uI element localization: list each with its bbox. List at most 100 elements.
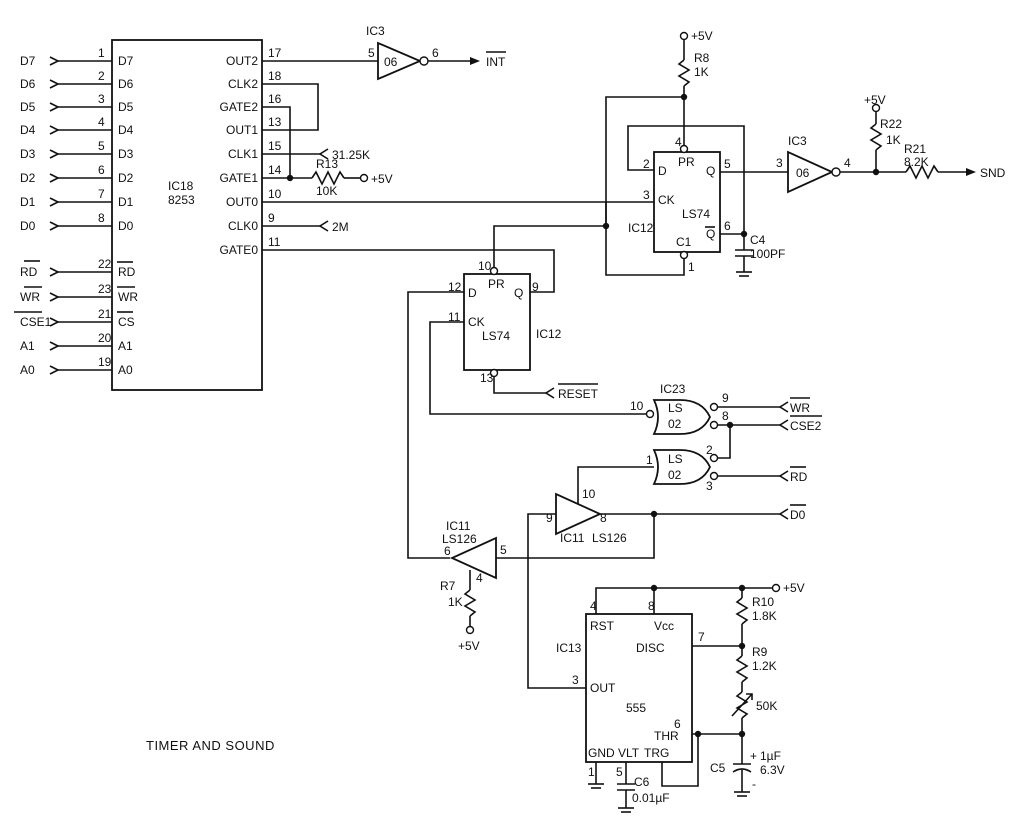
ic18-pin-label: A1 — [118, 339, 133, 353]
ic12-mid-cl-bubble — [489, 368, 499, 378]
ic3-right-triangle — [787, 150, 835, 194]
ic18-input-arrow — [49, 267, 60, 277]
ic13-vlt-label: VLT — [618, 746, 640, 760]
ic18-pin-number: 17 — [268, 46, 282, 60]
qbar-d-feedback — [627, 125, 745, 234]
ic18-pin-label: A0 — [118, 363, 133, 377]
pot-value: 50K — [756, 699, 777, 713]
ic18-pin-number: 20 — [98, 331, 112, 345]
ic23-bot-pin-out: 1 — [646, 453, 653, 467]
ic23-top-gate — [652, 399, 711, 435]
ic18-pin-label: GATE1 — [220, 171, 259, 185]
ic18-input-arrow — [49, 149, 60, 159]
r8-supply-terminal — [679, 31, 689, 41]
schematic-title: TIMER AND SOUND — [146, 738, 275, 753]
ic18-input-arrow — [49, 125, 60, 135]
ic12-right-section: +5V R8 1K PR D CK Q Q C1 LS74 IC12 4 2 3… — [262, 29, 785, 277]
pr-to-clock-wire — [493, 225, 606, 267]
ic3-top-pin-in: 5 — [368, 46, 375, 60]
ic3-right-ref: IC3 — [788, 134, 807, 148]
ic3-top-triangle — [377, 41, 423, 81]
r10-value: 1.8K — [752, 609, 777, 623]
ic18-pin-number: 10 — [268, 187, 282, 201]
trg-wire — [661, 734, 699, 787]
r22-supply-label: +5V — [864, 93, 886, 107]
r22-value: 1K — [886, 133, 901, 147]
ic18-pin-number: 2 — [98, 69, 105, 83]
ic18-pin-number: 7 — [98, 187, 105, 201]
ic3-right-pin-in: 3 — [776, 156, 783, 170]
rd-input-arrow — [778, 470, 789, 482]
ic18-right-pin-6: OUT0 10 — [226, 187, 282, 209]
ic12-mid-body — [463, 273, 531, 371]
pot-wiper — [731, 693, 753, 717]
int-label: INT — [486, 55, 506, 69]
c6-ref: C6 — [634, 775, 650, 789]
ic18-signal-name: D5 — [20, 100, 36, 114]
ic12-right-qbar-label: Q — [706, 227, 715, 241]
ic18-signal-name: D2 — [20, 171, 36, 185]
ic3-top-bubble — [419, 56, 429, 66]
ic18-pin-number: 8 — [98, 211, 105, 225]
ic18-pin-label: CS — [118, 315, 135, 329]
ic23-bot-line2: 02 — [668, 468, 682, 482]
ic18-signal-name: CSE1 — [20, 315, 52, 329]
snd-label: SND — [980, 166, 1006, 180]
ic12-right-pin-ck: 3 — [643, 188, 650, 202]
r7-supply-terminal — [465, 625, 475, 635]
c4-ref: C4 — [750, 233, 766, 247]
ic18-pin-label: RD — [118, 265, 136, 279]
ic11-left-triangle — [449, 536, 497, 580]
ic18-pin-label: GATE0 — [220, 243, 259, 257]
ic18-signal-name: D3 — [20, 147, 36, 161]
r7-supply-label: +5V — [458, 639, 480, 653]
ic18-pin-number: 13 — [268, 115, 282, 129]
ic13-pin-thr: 6 — [674, 717, 681, 731]
ic23-top-pin-b: 8 — [722, 409, 729, 423]
int-arrow — [470, 57, 480, 65]
ic3-right-inverter: IC3 06 3 4 +5V R22 1K R21 8.2K SND — [720, 93, 1006, 194]
reset-arrow — [544, 387, 555, 399]
ic12-mid-section: PR D CK Q LS74 IC12 10 9 12 11 13 RESET — [262, 202, 646, 559]
c5-plus: + — [750, 749, 757, 763]
r7-ref: R7 — [440, 579, 456, 593]
clk1-input-label: 31.25K — [332, 148, 370, 162]
ic18-ref: IC18 — [168, 179, 194, 193]
ic18-pin-number: 9 — [268, 211, 275, 225]
ic18-part: 8253 — [168, 193, 195, 207]
ic13-ref: IC13 — [556, 641, 582, 655]
ic18-pin-label: OUT0 — [226, 195, 258, 209]
ic18-pin-label: D0 — [118, 219, 134, 233]
ic13-pin-gnd: 1 — [588, 765, 595, 779]
ic12-mid-pr-bubble — [489, 266, 499, 276]
ic23-top-line1: LS — [668, 401, 683, 415]
c5-value: 1µF — [760, 749, 781, 763]
ic11-left-ref: IC11 — [446, 519, 471, 533]
ic12-right-body — [653, 151, 721, 253]
ic18-signal-name: D4 — [20, 123, 36, 137]
ic11-left-pin-in: 5 — [500, 543, 507, 557]
ic13-trg-label: TRG — [644, 746, 669, 760]
ic11-right-ref: IC11 — [560, 531, 585, 545]
ic18-body — [111, 39, 263, 391]
cse2-to-lower-gate — [718, 425, 731, 459]
ic13-rst-label: RST — [590, 619, 615, 633]
ic18-pin-number: 15 — [268, 139, 282, 153]
ic3-top-pin-out: 6 — [432, 46, 439, 60]
ic23-top-ref: IC23 — [660, 382, 686, 396]
ic18-pin-label: D1 — [118, 195, 134, 209]
ic12-right-pin-pr: 4 — [675, 135, 682, 149]
ic18-pin-number: 4 — [98, 115, 105, 129]
gate1-junction — [286, 174, 294, 182]
r13-resistor — [311, 170, 345, 186]
ic12-mid-pin-d: 12 — [448, 280, 462, 294]
r9-ref: R9 — [752, 645, 768, 659]
ic18-pin-label: D3 — [118, 147, 134, 161]
d0-to-ic11-left — [496, 514, 655, 559]
